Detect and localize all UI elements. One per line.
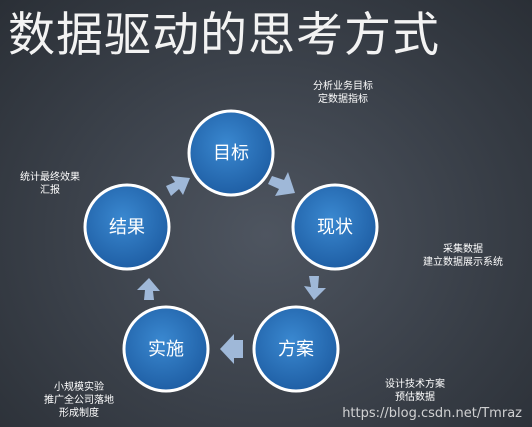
note-goal-line-2: 定数据指标 — [318, 94, 368, 105]
node-plan: 方案 — [252, 305, 340, 393]
arrow-goal-to-status — [268, 172, 295, 196]
note-plan: 设计技术方案 预估数据 — [385, 378, 445, 404]
note-goal: 分析业务目标 定数据指标 — [313, 80, 373, 106]
node-implement: 实施 — [122, 305, 210, 393]
note-plan-line-1: 设计技术方案 — [385, 379, 445, 390]
note-status: 采集数据 建立数据展示系统 — [423, 243, 503, 269]
node-goal-label: 目标 — [213, 143, 249, 164]
note-implement-line-3: 形成制度 — [59, 408, 99, 419]
note-result-line-2: 汇报 — [40, 185, 60, 196]
note-status-line-1: 采集数据 — [443, 244, 483, 255]
cycle-arrows — [137, 172, 326, 364]
note-implement-line-2: 推广全公司落地 — [44, 395, 114, 406]
note-implement-line-1: 小规模实验 — [54, 382, 104, 393]
note-implement: 小规模实验 推广全公司落地 形成制度 — [44, 381, 114, 420]
page-title: 数据驱动的思考方式 — [8, 8, 440, 63]
node-goal: 目标 — [187, 109, 275, 197]
arrow-result-to-goal — [166, 176, 190, 196]
node-status: 现状 — [291, 183, 379, 271]
arrow-plan-to-implement — [220, 334, 243, 364]
node-plan-label: 方案 — [278, 339, 314, 360]
note-result-line-1: 统计最终效果 — [20, 172, 80, 183]
node-result-label: 结果 — [109, 217, 145, 238]
arrow-implement-to-result — [137, 278, 160, 300]
node-status-label: 现状 — [317, 217, 353, 238]
arrow-status-to-plan — [304, 276, 326, 300]
note-goal-line-1: 分析业务目标 — [313, 81, 373, 92]
note-result: 统计最终效果 汇报 — [20, 171, 80, 197]
node-implement-label: 实施 — [148, 339, 184, 360]
note-plan-line-2: 预估数据 — [395, 392, 435, 403]
node-result: 结果 — [83, 183, 171, 271]
watermark: https://blog.csdn.net/Tmraz — [342, 406, 522, 421]
note-status-line-2: 建立数据展示系统 — [423, 257, 503, 268]
